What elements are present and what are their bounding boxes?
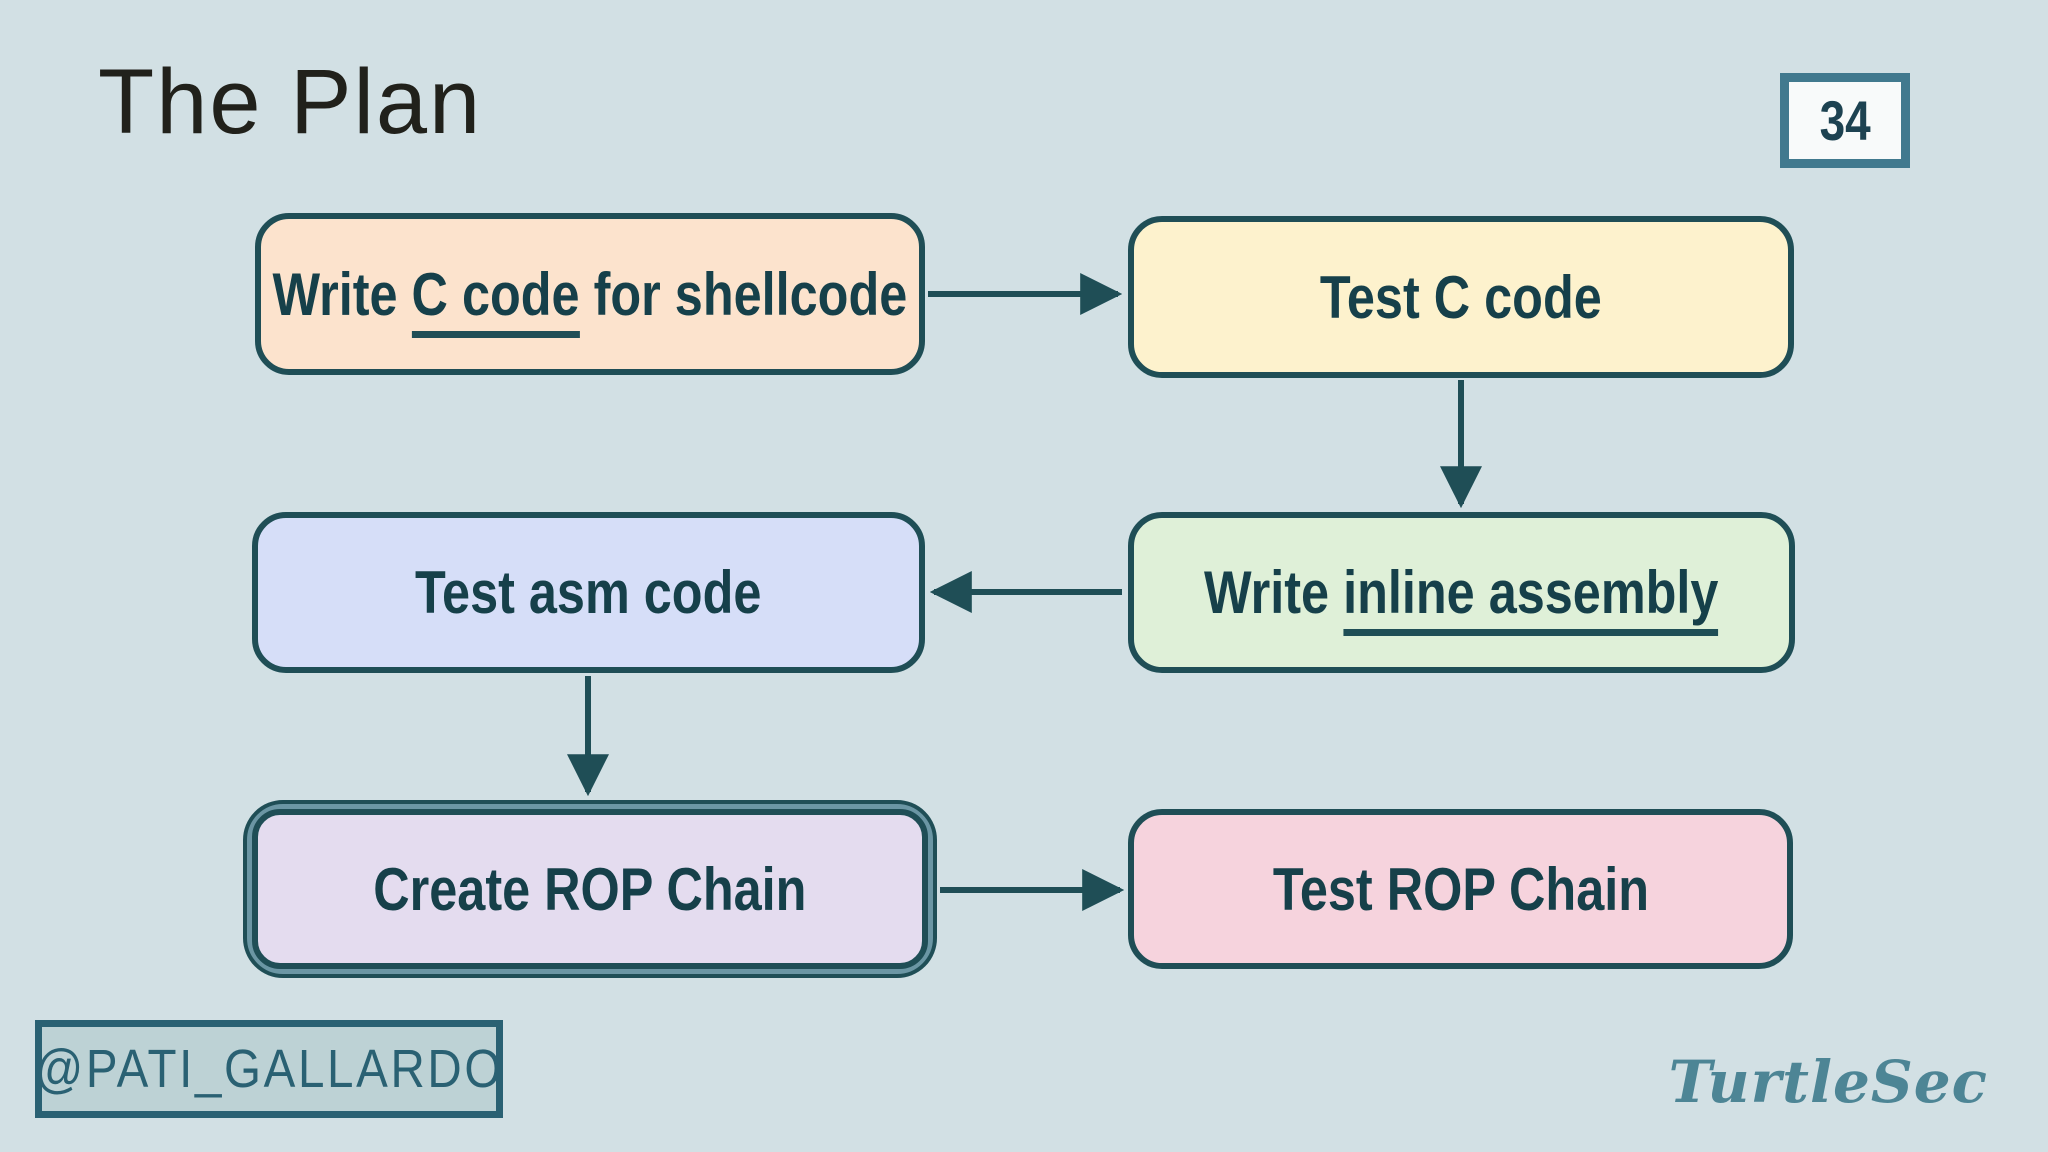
flow-node-label: Test asm code [415,559,762,626]
twitter-handle-text: @PATI_GALLARDO [34,1039,504,1099]
flow-node-label: Test ROP Chain [1272,855,1649,923]
turtlesec-logo: TurtleSec [1668,1048,1988,1116]
flow-node-test-asm-code: Test asm code [252,512,925,673]
page-number-badge: 34 [1780,73,1910,168]
flow-node-write-c-code: Write C code for shellcode [255,213,925,375]
page-number-value: 34 [1819,89,1871,152]
flow-node-test-rop-chain: Test ROP Chain [1128,809,1793,969]
flow-node-test-c-code: Test C code [1128,216,1794,378]
flow-node-label: Test C code [1320,263,1602,331]
slide-title: The Plan [98,51,483,153]
flow-node-label: Create ROP Chain [373,855,807,923]
underlined-text: inline assembly [1343,559,1719,636]
flow-node-label: Write inline assembly [1204,558,1719,636]
highlight-ring-create-rop-chain: Create ROP Chain [243,800,937,978]
flow-node-create-rop-chain: Create ROP Chain [252,809,928,969]
flow-node-write-inline-assembly: Write inline assembly [1128,512,1795,673]
twitter-handle-badge: @PATI_GALLARDO [34,1020,504,1118]
flow-node-label: Write C code for shellcode [273,260,908,338]
underlined-text: C code [411,260,580,338]
